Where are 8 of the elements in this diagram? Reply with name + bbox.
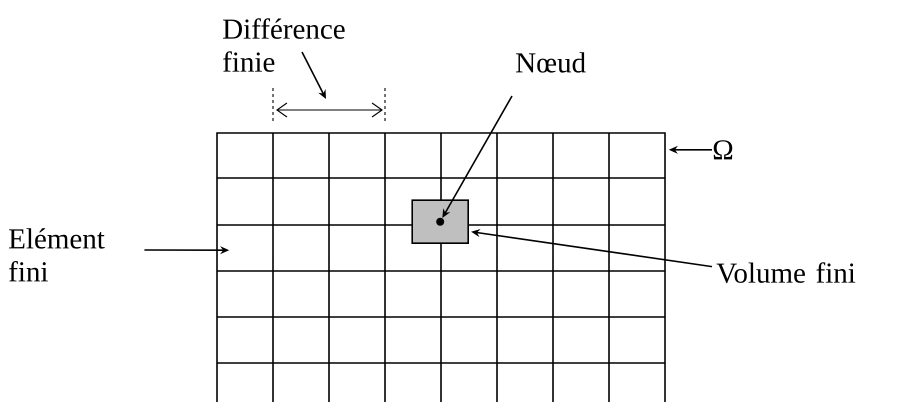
mesh-grid	[216, 132, 666, 402]
volume-cell	[411, 199, 469, 244]
label-text: Différence finie	[223, 18, 345, 72]
label-text: Ω	[714, 140, 732, 160]
label-text: Volume fini	[716, 262, 856, 284]
label-text: Nœud	[516, 52, 586, 73]
label-text: Elément fini	[9, 228, 105, 282]
node-dot	[436, 218, 444, 226]
